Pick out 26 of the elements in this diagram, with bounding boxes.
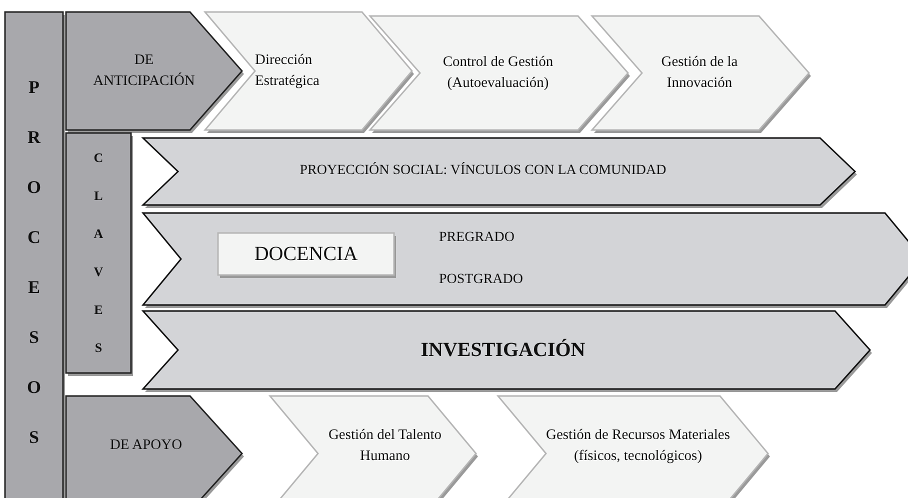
process-label: Dirección Estratégica — [255, 50, 320, 91]
process-label: INVESTIGACIÓN — [420, 338, 586, 362]
process-step — [592, 16, 809, 130]
vertical-label: PROCESOS — [26, 76, 42, 449]
process-label: DE APOYO — [110, 436, 182, 456]
process-box — [218, 233, 394, 275]
process-step — [270, 396, 476, 498]
category-tab — [66, 12, 242, 130]
process-label: Gestión de la Innovación — [660, 52, 739, 93]
process-step — [370, 16, 628, 130]
category-band — [66, 133, 131, 373]
process-label: POSTGRADO — [439, 271, 524, 289]
process-step — [498, 396, 768, 498]
process-label: DE ANTICIPACIÓN — [93, 50, 195, 91]
process-band — [143, 311, 870, 389]
vertical-label: CLAVES — [92, 149, 104, 357]
process-label: Control de Gestión (Autoevaluación) — [442, 52, 554, 93]
process-label: Gestión del Talento Humano — [327, 426, 443, 466]
process-band — [143, 138, 855, 205]
category-band — [5, 12, 63, 498]
category-tab — [66, 396, 242, 498]
process-label: PREGRADO — [439, 228, 514, 247]
process-band — [143, 213, 908, 305]
process-label: DOCENCIA — [254, 242, 358, 266]
process-label: Gestión de Recursos Materiales (físicos, tecnológicos) — [544, 426, 732, 466]
process-label: PROYECCIÓN SOCIAL: VÍNCULOS CON LA COMUNIDAD — [300, 161, 666, 180]
